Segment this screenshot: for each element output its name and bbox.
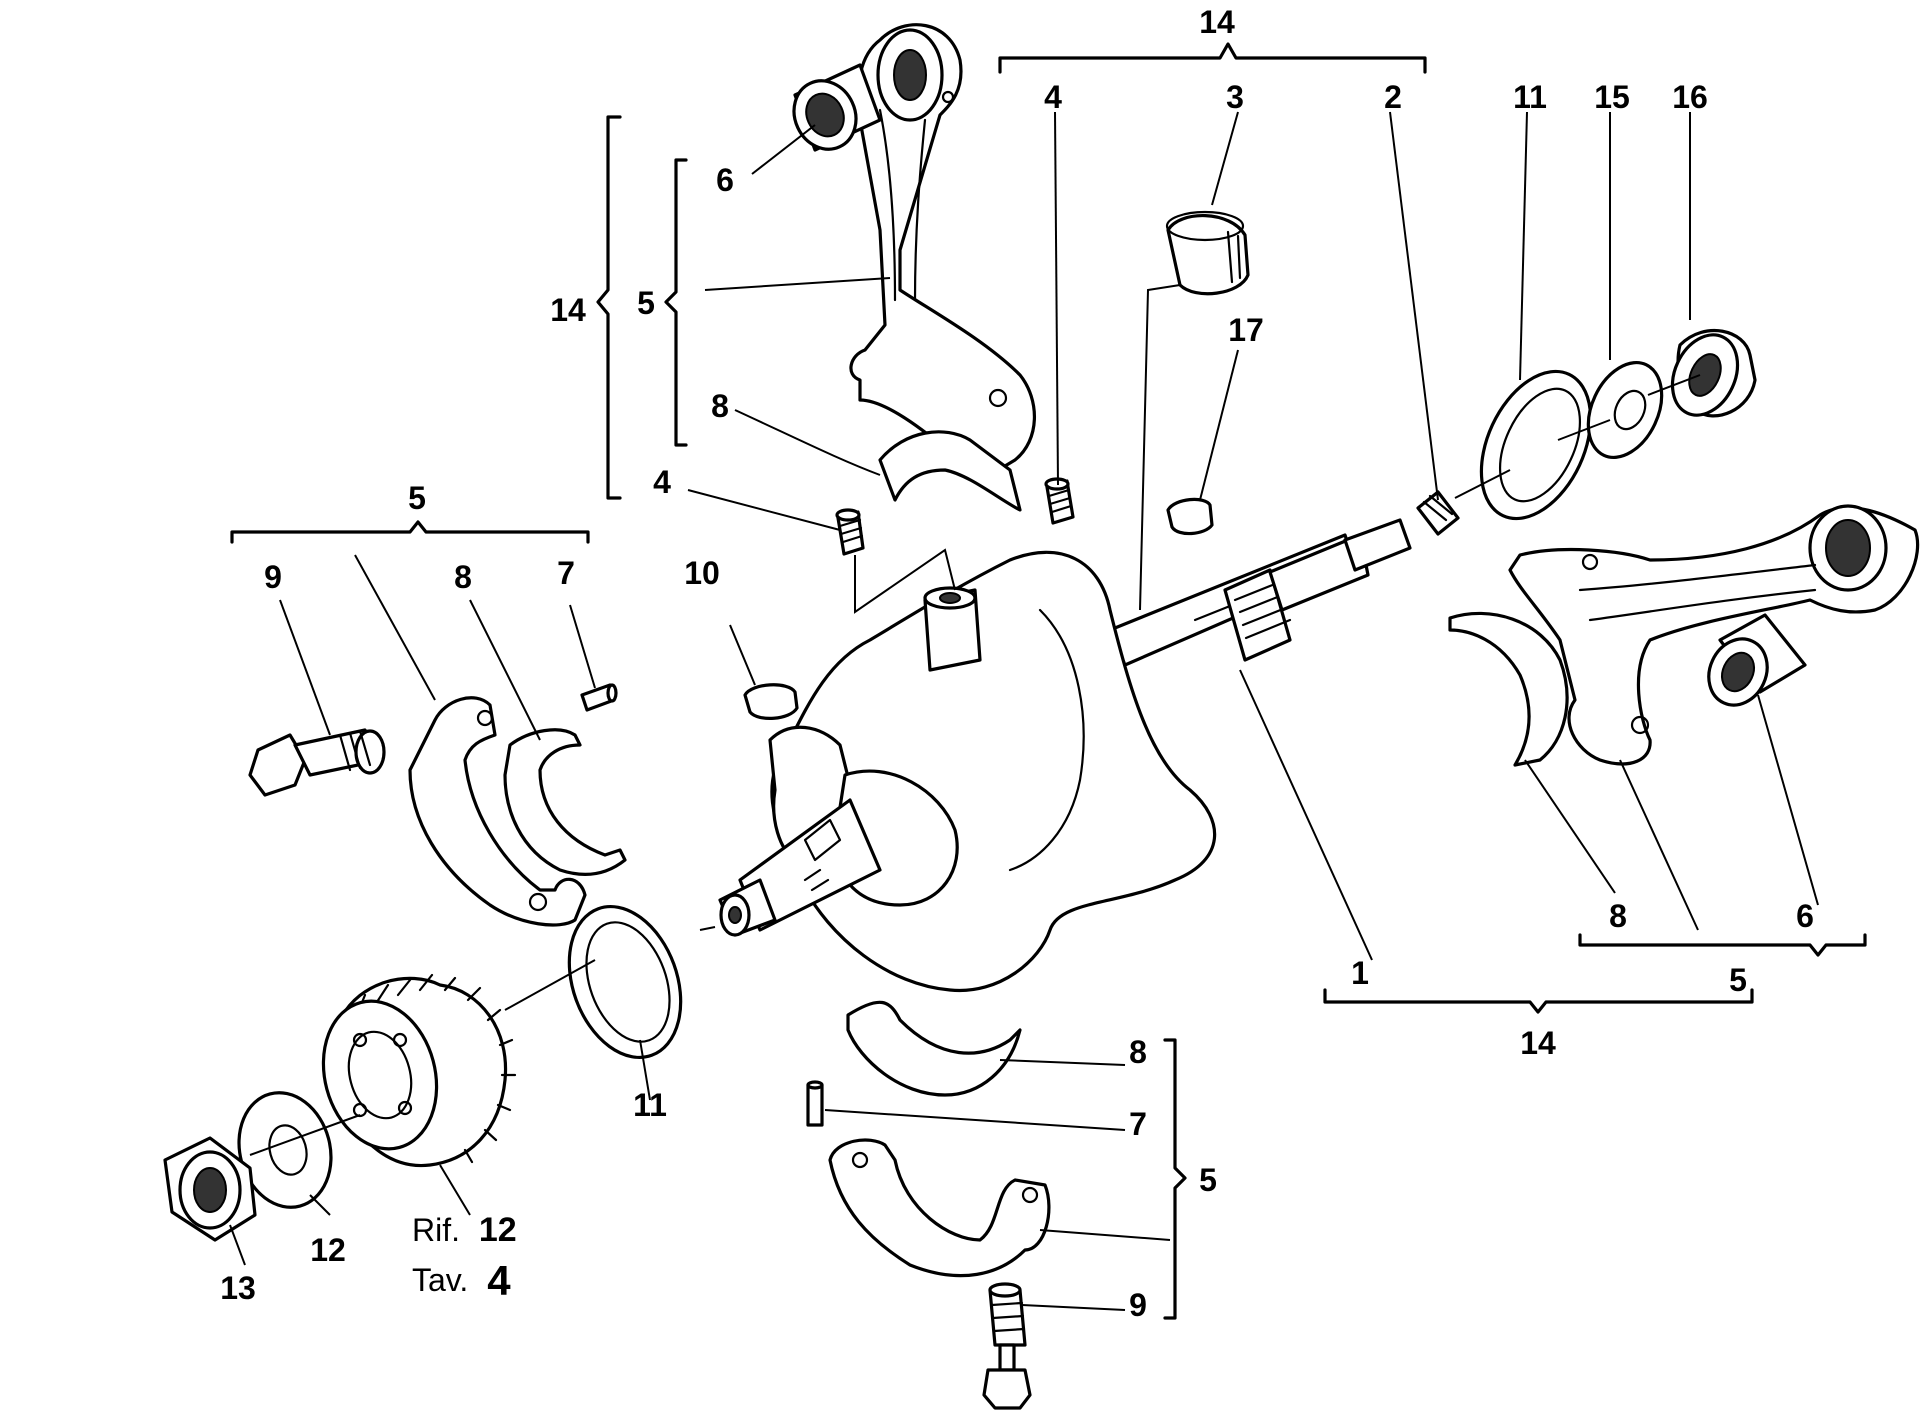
group-braces <box>230 42 1867 1320</box>
part-label-6: 6 <box>1796 898 1814 934</box>
part-label-5: 5 <box>637 285 655 321</box>
part-label-9: 9 <box>1129 1287 1147 1323</box>
part-label-5: 5 <box>1729 962 1747 998</box>
part-label-8: 8 <box>1609 898 1627 934</box>
crankshaft <box>718 518 1412 993</box>
part-label-9: 9 <box>264 559 282 595</box>
part-label-7: 7 <box>1129 1106 1147 1142</box>
part-label-14: 14 <box>550 292 586 328</box>
part-label-14: 14 <box>1199 4 1235 40</box>
timing-gear <box>321 973 517 1168</box>
part-label-15: 15 <box>1594 79 1630 115</box>
bolt-9-bottom <box>982 1282 1032 1410</box>
part-label-16: 16 <box>1672 79 1708 115</box>
bearing-cap-left <box>408 696 587 927</box>
tav-line: Tav. 4 <box>412 1257 511 1304</box>
part-label-6: 6 <box>716 162 734 198</box>
part-label-11: 11 <box>1513 79 1547 115</box>
part-label-5: 5 <box>408 480 426 516</box>
part-label-13: 13 <box>220 1270 256 1306</box>
tav-number: 4 <box>487 1257 511 1304</box>
part-label-3: 3 <box>1226 79 1244 115</box>
rif-line: Rif. 12 <box>412 1211 517 1249</box>
part-labels: 14 4 3 2 11 15 16 6 14 5 17 8 4 5 9 8 7 … <box>220 4 1814 1323</box>
part-label-7: 7 <box>557 555 575 591</box>
grub-screw-2 <box>1416 490 1460 536</box>
plug-3 <box>1165 210 1250 296</box>
part-label-4: 4 <box>653 464 671 500</box>
thrust-washer-left <box>567 904 683 1060</box>
bearing-shell-left <box>503 728 627 877</box>
woodruff-key-17 <box>1166 497 1214 536</box>
reference-note: Rif. 12 Tav. 4 <box>412 1211 517 1304</box>
thrust-washer-right <box>1479 369 1593 521</box>
part-label-4: 4 <box>1044 79 1062 115</box>
part-label-8: 8 <box>1129 1034 1147 1070</box>
woodruff-key-10 <box>743 683 799 720</box>
part-label-1: 1 <box>1351 955 1369 991</box>
bolt-9-left <box>248 728 386 797</box>
bearing-shell-right <box>1448 611 1569 767</box>
connecting-rod-right <box>1508 504 1920 766</box>
nut-16 <box>1670 329 1757 418</box>
part-label-8: 8 <box>711 388 729 424</box>
part-label-5: 5 <box>1199 1162 1217 1198</box>
leader-lines <box>229 111 1819 1311</box>
grub-screw-left <box>835 508 865 556</box>
small-end-bushing-right <box>1707 613 1807 707</box>
part-label-17: 17 <box>1228 312 1264 348</box>
bearing-cap-bottom <box>828 1138 1051 1278</box>
part-label-2: 2 <box>1384 79 1402 115</box>
grub-screw-top <box>1044 477 1075 525</box>
part-label-11: 11 <box>633 1087 667 1123</box>
bearing-shell-top <box>878 430 1022 512</box>
bearing-shell-bottom <box>846 1000 1022 1097</box>
dowel-pin-7-left <box>580 683 618 712</box>
part-label-14: 14 <box>1520 1025 1556 1061</box>
dowel-pin-7-bottom <box>806 1080 824 1127</box>
small-end-bushing-top <box>792 63 882 152</box>
part-label-10: 10 <box>684 555 720 591</box>
washer-15 <box>1586 360 1664 460</box>
rif-number: 12 <box>479 1211 517 1249</box>
nut-13 <box>163 1136 257 1242</box>
rif-prefix: Rif. <box>412 1212 460 1248</box>
part-label-12: 12 <box>310 1232 346 1268</box>
tav-prefix: Tav. <box>412 1262 468 1298</box>
connecting-rod-top <box>849 23 1037 477</box>
part-label-8: 8 <box>454 559 472 595</box>
